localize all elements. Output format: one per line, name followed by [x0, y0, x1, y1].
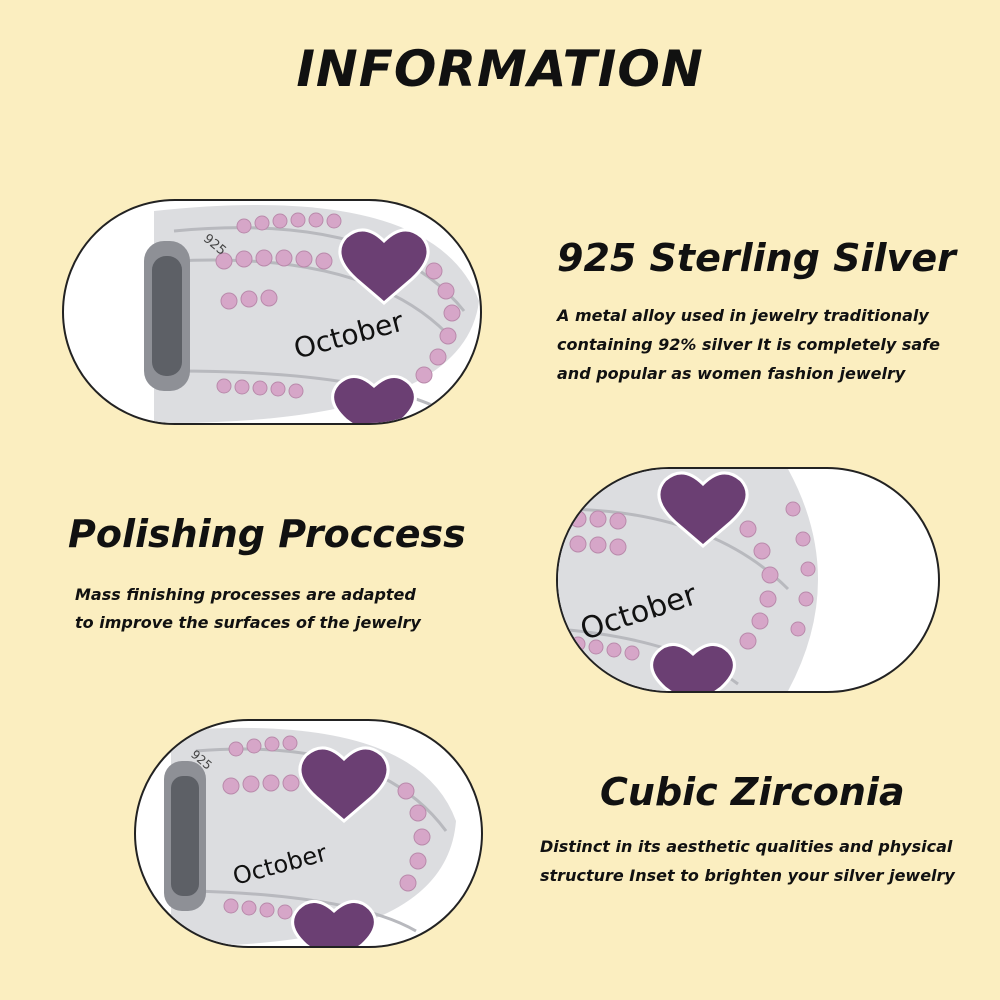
charm-image-2: October: [556, 467, 940, 693]
desc-line: A metal alloy used in jewelry traditiona…: [557, 306, 929, 325]
desc-line: Distinct in its aesthetic qualities and …: [540, 837, 953, 856]
section-heading-2: Polishing Proccess: [68, 512, 466, 556]
section-heading-1: 925 Sterling Silver: [557, 236, 956, 280]
section-heading-3: Cubic Zirconia: [600, 770, 905, 814]
desc-line: Mass finishing processes are adapted: [75, 585, 416, 604]
desc-line: structure Inset to brighten your silver …: [540, 866, 955, 885]
charm-image-1: October 925: [62, 199, 482, 425]
page-title: INFORMATION: [296, 40, 704, 98]
charm-image-3: October 925: [134, 719, 483, 948]
desc-line: and popular as women fashion jewelry: [557, 364, 906, 383]
desc-line: containing 92% silver It is completely s…: [557, 335, 940, 354]
desc-line: to improve the surfaces of the jewelry: [75, 613, 421, 632]
